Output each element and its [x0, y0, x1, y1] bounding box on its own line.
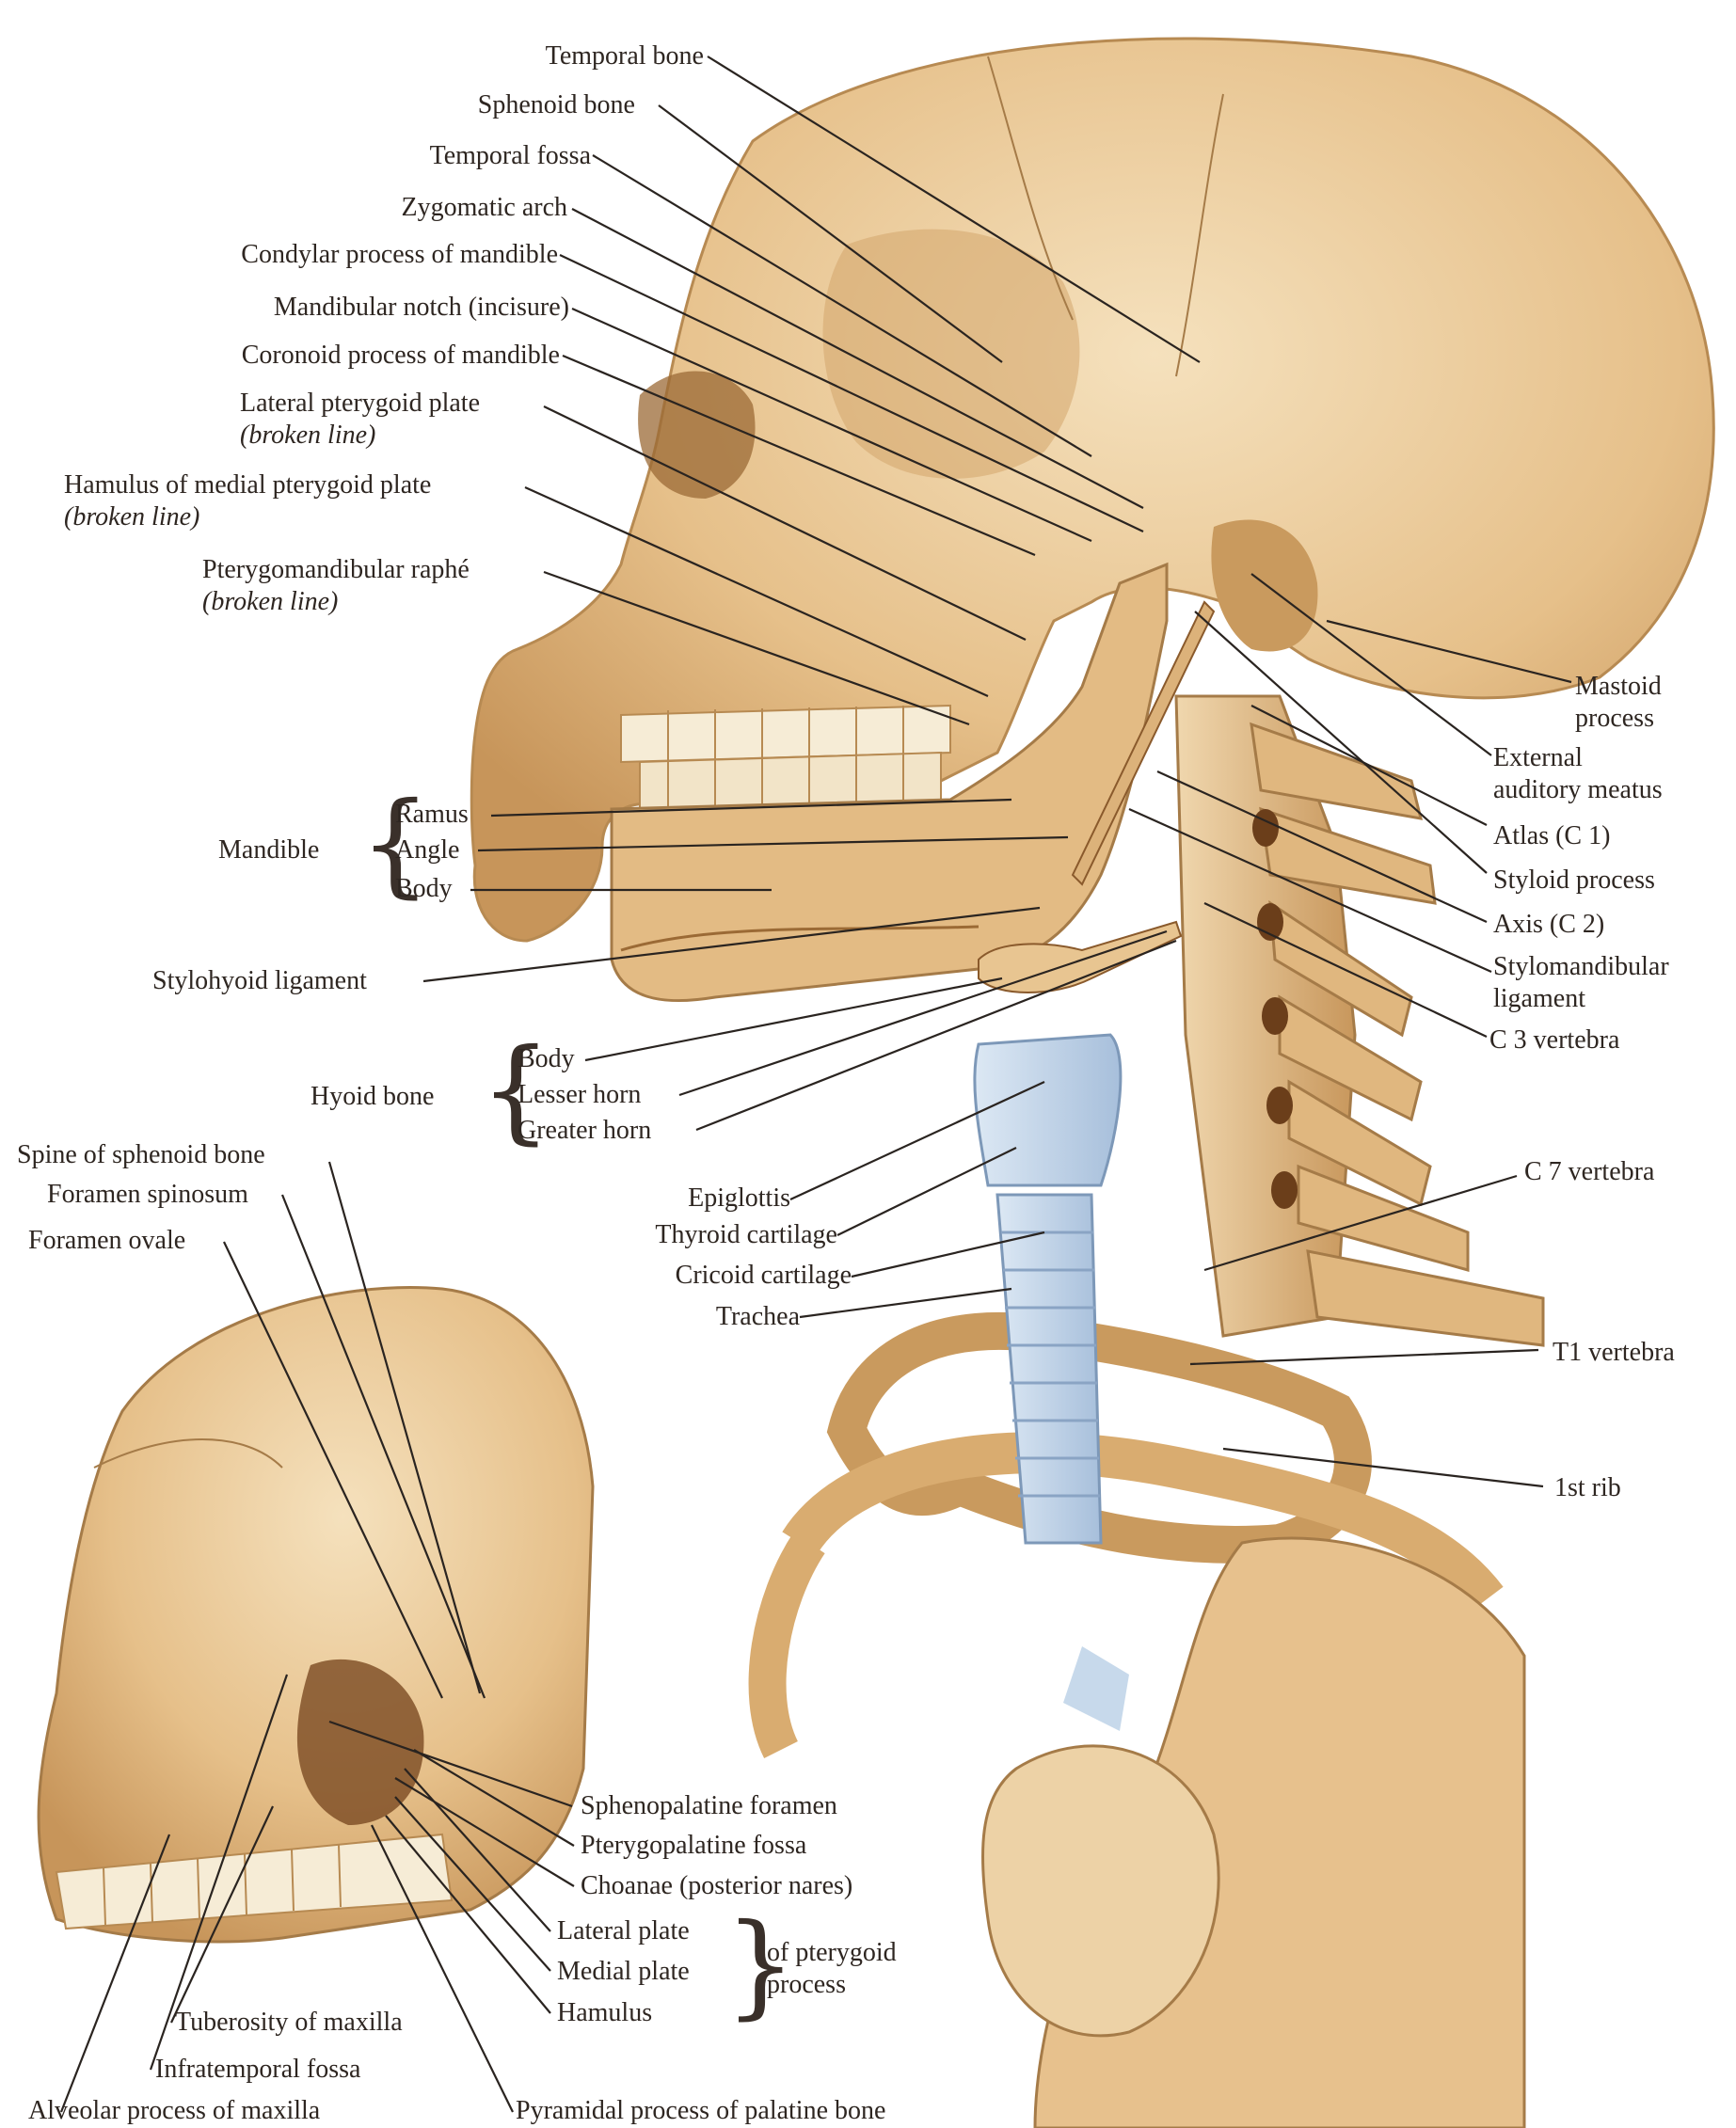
label-coronoid-process: Coronoid process of mandible — [242, 341, 560, 371]
label-pyramidal-process: Pyramidal process of palatine bone — [516, 2096, 885, 2126]
label-c7-vertebra: C 7 vertebra — [1524, 1157, 1654, 1187]
label-hamulus-medial: Hamulus of medial pterygoid plate — [64, 470, 431, 500]
label-infratemporal-fossa: Infratemporal fossa — [155, 2055, 360, 2085]
label-external-auditory-1: External — [1493, 743, 1583, 773]
label-body: Body — [395, 874, 453, 904]
label-condylar-process: Condylar process of mandible — [241, 240, 558, 270]
label-temporal-bone: Temporal bone — [546, 41, 704, 71]
label-medial-plate: Medial plate — [557, 1957, 690, 1987]
label-foramen-spinosum: Foramen spinosum — [47, 1180, 248, 1210]
label-hamulus-medial-note: (broken line) — [64, 502, 199, 532]
label-epiglottis: Epiglottis — [688, 1183, 790, 1214]
label-greater-horn: Greater horn — [518, 1116, 651, 1146]
label-foramen-ovale: Foramen ovale — [28, 1226, 185, 1256]
label-of-pterygoid-1: of pterygoid — [767, 1938, 897, 1968]
label-pterygopalatine-fossa: Pterygopalatine fossa — [581, 1831, 806, 1861]
label-cricoid-cartilage: Cricoid cartilage — [676, 1261, 852, 1291]
label-hyoid-bone: Hyoid bone — [311, 1082, 434, 1112]
label-t1-vertebra: T1 vertebra — [1553, 1338, 1675, 1368]
label-c3-vertebra: C 3 vertebra — [1489, 1025, 1619, 1056]
label-hyoid-body: Body — [518, 1044, 575, 1074]
label-lateral-plate: Lateral plate — [557, 1916, 690, 1946]
label-stylohyoid-ligament: Stylohyoid ligament — [152, 966, 367, 996]
label-alveolar-process: Alveolar process of maxilla — [28, 2096, 320, 2126]
label-lateral-pterygoid-plate-note: (broken line) — [240, 421, 375, 451]
label-lateral-pterygoid-plate: Lateral pterygoid plate — [240, 389, 480, 419]
label-mandible: Mandible — [218, 835, 319, 865]
label-pterygomandibular-raphe-note: (broken line) — [202, 587, 338, 617]
inset-skull — [39, 1288, 593, 1942]
label-mandibular-notch: Mandibular notch (incisure) — [274, 293, 569, 323]
label-atlas: Atlas (C 1) — [1493, 821, 1610, 851]
label-mastoid-process-1: Mastoid — [1575, 672, 1662, 702]
label-pterygomandibular-raphe: Pterygomandibular raphé — [202, 555, 470, 585]
label-axis: Axis (C 2) — [1493, 910, 1604, 940]
label-spine-of-sphenoid: Spine of sphenoid bone — [17, 1140, 265, 1170]
label-choanae: Choanae (posterior nares) — [581, 1871, 852, 1901]
label-styloid-process: Styloid process — [1493, 865, 1655, 896]
label-tuberosity-maxilla: Tuberosity of maxilla — [175, 2008, 403, 2038]
label-hamulus: Hamulus — [557, 1998, 652, 2028]
label-of-pterygoid-2: process — [767, 1970, 846, 2000]
label-external-auditory-2: auditory meatus — [1493, 775, 1663, 805]
label-zygomatic-arch: Zygomatic arch — [402, 193, 567, 223]
label-lesser-horn: Lesser horn — [518, 1080, 641, 1110]
label-mastoid-process-2: process — [1575, 704, 1654, 734]
label-sphenoid-bone: Sphenoid bone — [478, 90, 635, 120]
label-ramus: Ramus — [395, 800, 469, 830]
label-angle: Angle — [395, 835, 459, 865]
label-first-rib: 1st rib — [1554, 1473, 1621, 1503]
label-stylomandibular-1: Stylomandibular — [1493, 952, 1669, 982]
label-trachea: Trachea — [716, 1302, 800, 1332]
label-temporal-fossa: Temporal fossa — [430, 141, 591, 171]
label-sphenopalatine-foramen: Sphenopalatine foramen — [581, 1791, 837, 1821]
label-thyroid-cartilage: Thyroid cartilage — [655, 1220, 837, 1250]
label-stylomandibular-2: ligament — [1493, 984, 1585, 1014]
